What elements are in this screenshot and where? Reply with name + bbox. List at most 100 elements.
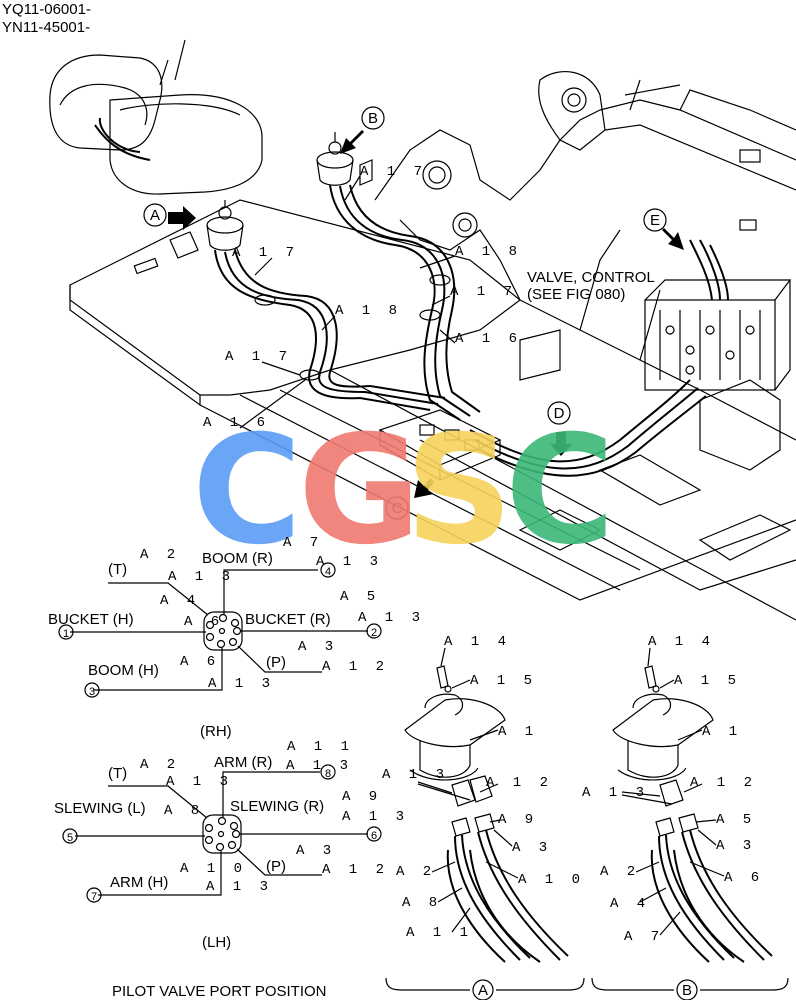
db-a2: A 2: [600, 864, 640, 880]
lh-slewing-l: SLEWING (L): [54, 800, 146, 817]
hose-bundles: [214, 184, 707, 477]
callout-a: A: [143, 203, 167, 227]
svg-text:D: D: [554, 405, 565, 422]
rh-a5: A 5: [340, 589, 380, 605]
port-6: 6: [371, 830, 377, 842]
svg-text:E: E: [650, 212, 660, 229]
svg-text:C: C: [392, 500, 403, 517]
port-3: 3: [89, 686, 95, 698]
port-5: 5: [67, 832, 73, 844]
port-4: 4: [325, 566, 331, 578]
callout-c: C: [385, 496, 409, 520]
watermark-s: S: [405, 404, 513, 578]
db-a5: A 5: [716, 812, 756, 828]
db-a14: A 1 4: [648, 634, 715, 650]
lh-p: (P): [266, 858, 286, 875]
watermark-c2: C: [505, 404, 615, 578]
da-a14: A 1 4: [444, 634, 511, 650]
port-7: 7: [91, 891, 97, 903]
valve-control-label: VALVE, CONTROL: [527, 269, 655, 286]
da-a1: A 1: [498, 724, 538, 740]
db-a7: A 7: [624, 929, 664, 945]
rh-a7: A 7: [283, 535, 323, 551]
rh-a-near: A 6: [184, 614, 224, 630]
floor-plate: [69, 199, 521, 396]
boom-bracket: [374, 71, 796, 471]
rh-a2: A 2: [140, 547, 180, 563]
serial-range-1: YQ11-06001-: [2, 1, 91, 18]
db-a12: A 1 2: [690, 775, 757, 791]
callout-d: D: [547, 401, 571, 425]
upper-part-labels: A 1 7 A 1 7 A 1 8 A 1 7 A 1 8 A 1 6 A 1 …: [203, 164, 522, 431]
lh-arm-r: ARM (R): [214, 754, 272, 771]
db-a6: A 6: [724, 870, 764, 886]
db-a1: A 1: [702, 724, 742, 740]
db-a3: A 3: [716, 838, 756, 854]
label-a17-left: A 1 7: [232, 245, 299, 261]
callout-arrows: [168, 130, 684, 498]
port-8: 8: [325, 768, 331, 780]
rh-bucket-h: BUCKET (H): [48, 611, 134, 628]
label-a17-low: A 1 7: [225, 349, 292, 365]
label-a16-low: A 1 6: [203, 415, 270, 431]
callout-e: E: [643, 208, 667, 232]
footer-brace-a: A: [385, 977, 585, 1000]
da-a2: A 2: [396, 864, 436, 880]
lh-arm-h: ARM (H): [110, 874, 168, 891]
da-a8: A 8: [402, 895, 442, 911]
rh-a13-a: A 1 3: [316, 554, 383, 570]
rh-a4: A 4: [160, 593, 200, 609]
label-a18-mid: A 1 8: [335, 303, 402, 319]
rh-a13-b: A 1 3: [168, 569, 235, 585]
lh-port-diagram: 8 6 5 7 ARM (R) (T) SLEWING (L) SLEWING …: [54, 739, 404, 951]
watermark-g: G: [298, 404, 421, 578]
rh-a13-d: A 1 3: [208, 676, 275, 692]
control-valve-block: [644, 239, 792, 391]
machine-illustration: [49, 39, 796, 621]
pilot-valve-b: [316, 132, 373, 186]
db-a15: A 1 5: [674, 673, 741, 689]
rh-a3: A 3: [298, 639, 338, 655]
svg-text:B: B: [368, 110, 378, 127]
footer-caption: PILOT VALVE PORT POSITION: [112, 983, 327, 1000]
rh-a13-c: A 1 3: [358, 610, 425, 626]
lh-slewing-r: SLEWING (R): [230, 798, 324, 815]
label-a17-right: A 1 7: [450, 284, 517, 300]
lh-a13-d: A 1 3: [206, 879, 273, 895]
da-a12: A 1 2: [486, 775, 553, 791]
da-a13: A 1 3: [382, 767, 449, 783]
label-a16-right: A 1 6: [455, 331, 522, 347]
da-a9: A 9: [498, 812, 538, 828]
lh-a13-a: A 1 3: [286, 758, 353, 774]
rh-boom-h: BOOM (H): [88, 662, 159, 679]
manifold-bracket: [378, 329, 561, 482]
rh-a6: A 6: [180, 654, 220, 670]
pilot-valve-a: [206, 200, 244, 251]
detail-b-valve: A 1 4 A 1 5 A 1 A 1 3 A 1 2 A 5 A 3 A 2 …: [582, 634, 773, 963]
lh-a12: A 1 2: [322, 862, 389, 878]
svg-text:A: A: [150, 207, 160, 224]
da-a10: A 1 0: [518, 872, 585, 888]
db-a4: A 4: [610, 896, 650, 912]
callout-b: B: [361, 106, 385, 130]
watermark-c1: C: [192, 404, 302, 578]
lh-a3: A 3: [296, 843, 336, 859]
operator-seat: [49, 39, 263, 195]
lh-a11: A 1 1: [287, 739, 354, 755]
footer-label-b: B: [682, 982, 692, 999]
lh-a2: A 2: [140, 757, 180, 773]
rh-title: (RH): [200, 723, 232, 740]
da-a3: A 3: [512, 840, 552, 856]
lh-t: (T): [108, 765, 127, 782]
footer-label-a: A: [478, 982, 488, 999]
lh-a13-b: A 1 3: [166, 774, 233, 790]
da-a11: A 1 1: [406, 925, 473, 941]
port-2: 2: [371, 627, 377, 639]
watermark-cgsc: C G S C: [192, 404, 615, 578]
rh-t: (T): [108, 561, 127, 578]
lh-a9: A 9: [342, 789, 382, 805]
db-a13: A 1 3: [582, 785, 649, 801]
rh-p: (P): [266, 654, 286, 671]
